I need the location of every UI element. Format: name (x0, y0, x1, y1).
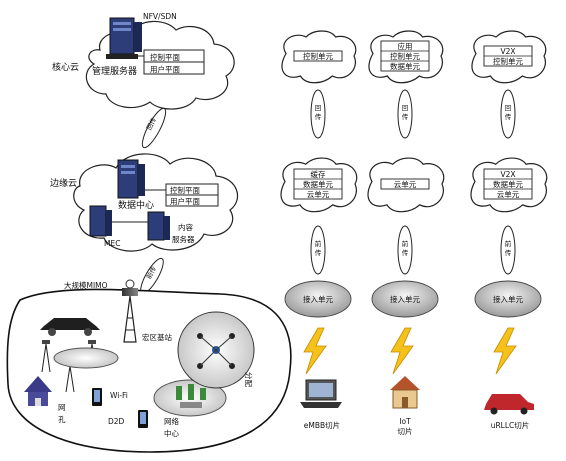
slice-backhaul-link-label: 回 (402, 104, 409, 112)
slice-mid-units-item: 数据单元 (303, 179, 333, 189)
slice-access-unit (284, 280, 352, 318)
slice-top-units-item: 控制单元 (390, 51, 420, 61)
small-cell-icon-1 (41, 340, 51, 373)
content-server-icon (147, 211, 170, 241)
slice-top-units-box (293, 50, 343, 62)
d2d-area (53, 347, 119, 369)
content-server-label-line1: 内容 (178, 222, 193, 232)
home-label-line1: 网 (58, 403, 66, 412)
slice-backhaul-link-label: 传 (402, 112, 409, 121)
slice-access-label: 接入单元 (390, 294, 420, 304)
slice-fronthaul-link-label: 前 (505, 239, 512, 248)
car-red-icon (484, 394, 534, 410)
slice-fronthaul-link-label: 前 (315, 239, 322, 248)
core-user-plane: 用户平面 (150, 64, 180, 74)
slice-fronthaul-link (397, 225, 413, 275)
slice-mid-units-item: 缓存 (311, 169, 326, 179)
mec-label: MEC (104, 239, 120, 248)
phone-icon-2 (138, 410, 148, 428)
slice-top-units-box (380, 40, 430, 72)
core-control-plane: 控制平面 (150, 52, 180, 62)
slice-name-urllc: uRLLC切片 (491, 420, 530, 430)
slice-mid-units-item: 云单元 (394, 179, 417, 189)
massive-mimo-label: 大规模MIMO (64, 280, 108, 290)
slice-backhaul-link-label: 回 (315, 104, 322, 112)
network-center-label-line1: 网络 (164, 416, 179, 426)
mec-server-icon (89, 205, 112, 237)
datacenter-server-icon (117, 159, 145, 199)
slice-mid-units-item: 云单元 (497, 189, 520, 199)
edge-cloud-label: 边缘云 (50, 177, 77, 189)
slice-mid-units-box (380, 178, 430, 190)
slice-backhaul-link (500, 89, 516, 139)
wifi-label: Wi-Fi (110, 391, 128, 400)
home-label-line2: 孔 (58, 415, 66, 424)
core-cloud: NFV/SDN 管理服务器 控制平面 用户平面 (85, 12, 235, 110)
phone-icon-1 (92, 388, 102, 406)
slice-mid-units-item: 数据单元 (493, 179, 523, 189)
slice-mid-units-item: 云单元 (307, 189, 330, 199)
core-cloud-label: 核心云 (52, 61, 79, 73)
lightning-icon (390, 327, 414, 375)
edge-control-plane: 控制平面 (170, 185, 200, 195)
d2d-label: D2D (108, 417, 125, 426)
slice-mid-units-item: V2X (500, 170, 515, 179)
slice-name-embb: eMBB切片 (304, 420, 340, 430)
lightning-icon (303, 327, 327, 375)
backhaul-link-left: 回传 (141, 107, 167, 149)
slice-top-units-item: 控制单元 (493, 56, 523, 66)
slice-top-units-item: 控制单元 (303, 51, 333, 61)
slice-backhaul-link (397, 89, 413, 139)
car-icon (40, 318, 100, 336)
slice-access-label: 接入单元 (303, 294, 333, 304)
macro-base-station-label: 宏区基站 (142, 332, 172, 342)
slice-fronthaul-link-label: 传 (505, 248, 512, 257)
house-icon (390, 376, 420, 390)
nfv-sdn-label: NFV/SDN (143, 12, 177, 21)
slice-fronthaul-link (500, 225, 516, 275)
slice-top-units-item: V2X (500, 47, 515, 56)
lightning-icon (493, 327, 517, 375)
macro-tower-icon (122, 279, 138, 343)
edge-cloud: 数据中心 控制平面 用户平面 MEC 内容 服务器 (73, 153, 239, 252)
slice-backhaul-link-label: 传 (505, 112, 512, 121)
home-icon (24, 376, 52, 406)
slice-mid-units-box (483, 168, 533, 200)
slice-fronthaul-link-label: 传 (402, 248, 409, 257)
cluster-people-icons (197, 333, 235, 369)
slice-name-iot-line2: 切片 (398, 426, 413, 436)
slice-top-units-item: 应用 (398, 41, 413, 51)
access-network: 大规模MIMO 宏区基站 (6, 279, 292, 453)
slice-backhaul-link (310, 89, 326, 139)
slice-mid-units-box (293, 168, 343, 200)
slice-top-units-item: 数据单元 (390, 61, 420, 71)
management-server-label: 管理服务器 (92, 65, 137, 77)
slice-access-unit (474, 280, 542, 318)
cluster-label: 分配 (244, 372, 253, 387)
slice-access-label: 接入单元 (493, 294, 523, 304)
slice-fronthaul-link (310, 225, 326, 275)
slices-group: 控制单元回传缓存数据单元云单元前传接入单元应用控制单元数据单元回传云单元前传接入… (280, 30, 548, 436)
slice-fronthaul-link-label: 传 (315, 248, 322, 257)
slice-access-unit (371, 280, 439, 318)
content-server-label-line2: 服务器 (172, 234, 195, 244)
network-center-devices (176, 384, 206, 408)
slice-name-iot-line1: IoT (399, 417, 411, 426)
slice-fronthaul-link-label: 前 (402, 239, 409, 248)
datacenter-label: 数据中心 (118, 199, 154, 211)
slice-backhaul-link-label: 传 (315, 112, 322, 121)
slice-backhaul-link-label: 回 (505, 104, 512, 112)
edge-cloud-shape (73, 153, 239, 252)
edge-user-plane: 用户平面 (170, 196, 200, 206)
network-center-label-line2: 中心 (164, 428, 179, 438)
management-server-icon (106, 17, 142, 59)
